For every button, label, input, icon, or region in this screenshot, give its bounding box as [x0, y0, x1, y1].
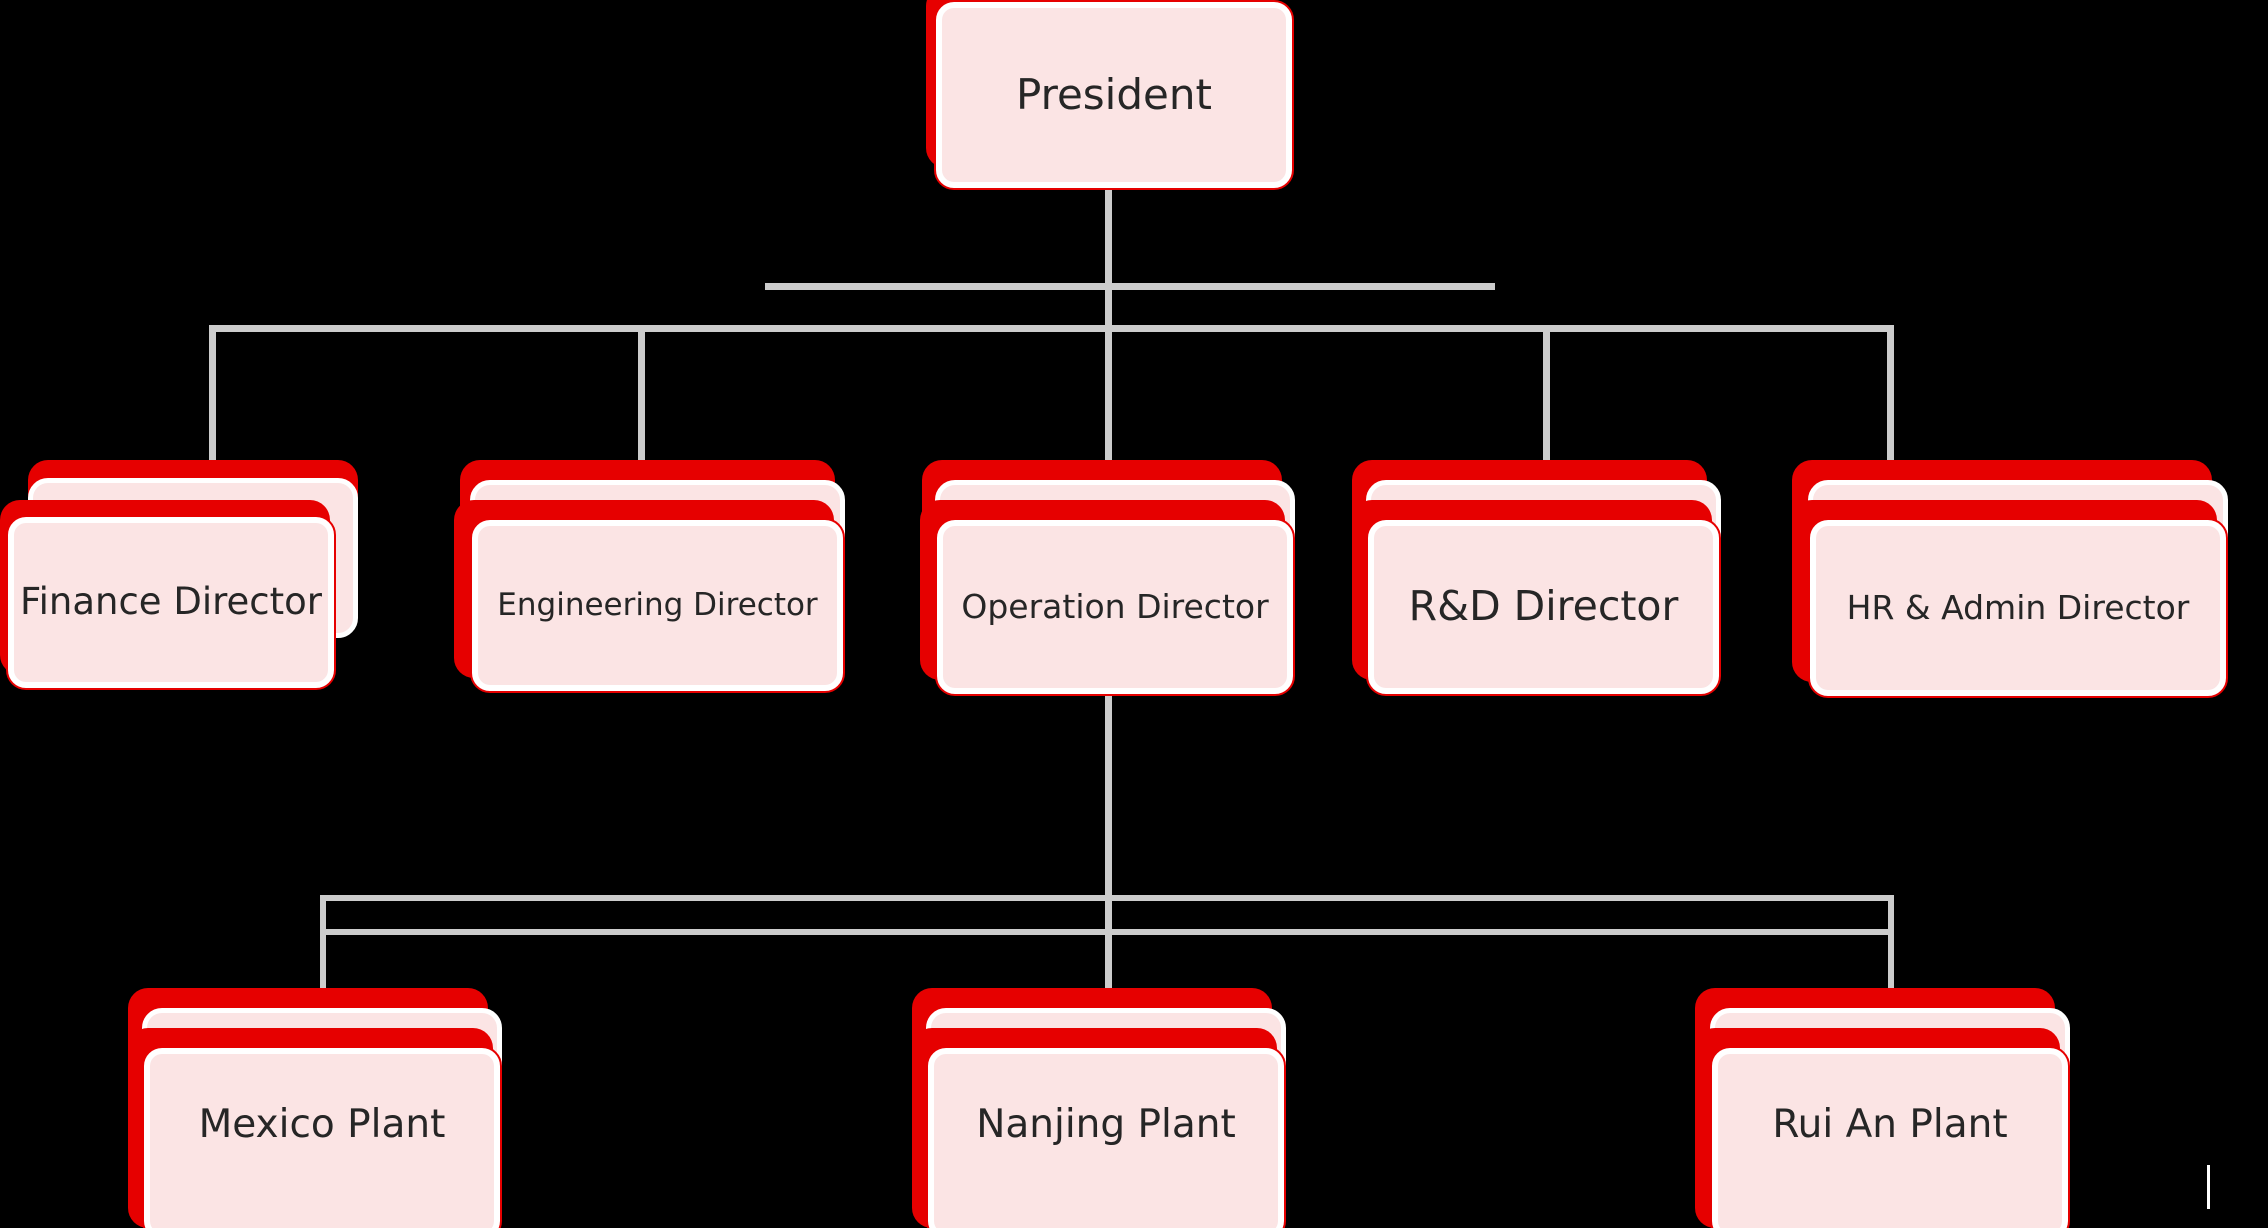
hr-admin-card[interactable]: HR & Admin Director: [1808, 518, 2228, 698]
operation-card[interactable]: Operation Director: [935, 518, 1295, 696]
nanjing-card[interactable]: Nanjing Plant: [926, 1046, 1286, 1228]
node-label-finance-director: Finance Director: [20, 580, 322, 624]
node-label-president: President: [1016, 69, 1212, 119]
node-label-nanjing-plant: Nanjing Plant: [976, 1102, 1236, 1148]
node-operation-director[interactable]: Operation Director: [890, 440, 1330, 710]
node-engineering-director[interactable]: Engineering Director: [440, 440, 860, 710]
node-label-hr-admin-director: HR & Admin Director: [1846, 588, 2190, 628]
node-president[interactable]: President: [920, 0, 1300, 200]
node-label-rnd-director: R&D Director: [1408, 582, 1679, 631]
node-label-mexico-plant: Mexico Plant: [198, 1102, 446, 1148]
connector-bar-upper-directors: [765, 283, 1495, 290]
connector-drop-engineering: [638, 325, 645, 505]
mexico-card[interactable]: Mexico Plant: [142, 1046, 502, 1228]
finance-card[interactable]: Finance Director: [6, 515, 336, 690]
node-mexico-plant[interactable]: Mexico Plant: [100, 960, 520, 1228]
node-rnd-director[interactable]: R&D Director: [1330, 440, 1750, 710]
connector-drop-hr-admin: [1887, 325, 1894, 505]
text-cursor-tick: [2207, 1165, 2210, 1209]
node-ruian-plant[interactable]: Rui An Plant: [1650, 960, 2080, 1228]
ruian-card[interactable]: Rui An Plant: [1710, 1046, 2070, 1228]
connector-drop-rnd: [1543, 325, 1550, 505]
node-hr-admin-director[interactable]: HR & Admin Director: [1750, 440, 2268, 710]
connector-drop-finance: [209, 325, 216, 505]
president-card[interactable]: President: [934, 0, 1294, 190]
node-finance-director[interactable]: Finance Director: [0, 440, 400, 710]
engineering-card[interactable]: Engineering Director: [470, 518, 845, 693]
connector-president-stem: [1105, 186, 1112, 336]
node-nanjing-plant[interactable]: Nanjing Plant: [890, 960, 1310, 1228]
node-label-engineering-director: Engineering Director: [497, 586, 818, 623]
connector-operation-stem: [1105, 690, 1112, 1010]
connector-drop-operation: [1105, 325, 1112, 505]
node-label-operation-director: Operation Director: [961, 587, 1269, 627]
rnd-card[interactable]: R&D Director: [1366, 518, 1721, 696]
node-label-ruian-plant: Rui An Plant: [1772, 1102, 2008, 1148]
connector-bar-lower-directors: [209, 325, 1894, 332]
